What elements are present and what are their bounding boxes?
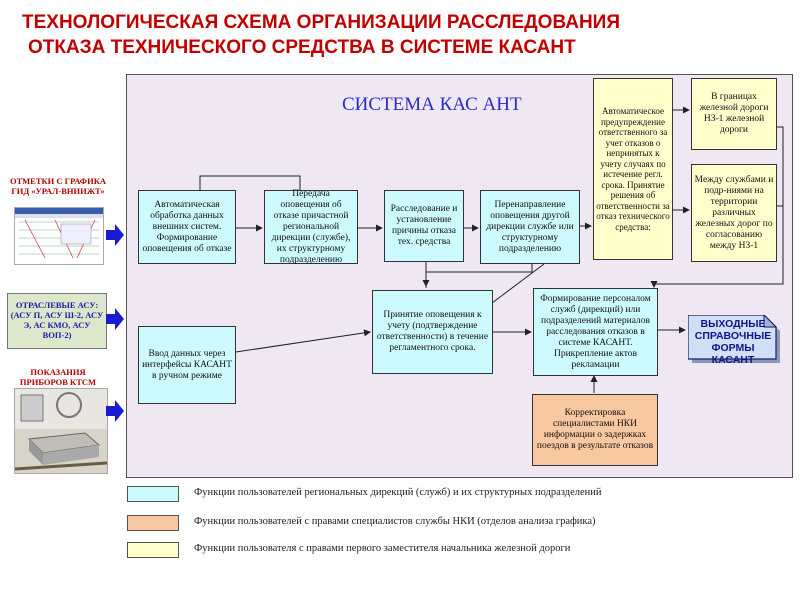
legend-swatch-yellow (127, 542, 179, 558)
title-line-2: ОТКАЗА ТЕХНИЧЕСКОГО СРЕДСТВА В СИСТЕМЕ К… (28, 37, 576, 58)
box-transfer-alert: Передача оповещения об отказе причастной… (264, 189, 358, 265)
box-manual-input: Ввод данных через интерфейсы КАСАНТ в ру… (138, 326, 236, 404)
system-frame (126, 74, 793, 478)
box-auto-processing: Автоматическая обработка данных внешних … (138, 190, 236, 264)
gid-chart-icon (15, 208, 103, 259)
source-asu-label: ОТРАСЛЕВЫЕ АСУ: (АСУ П, АСУ Ш-2, АСУ Э, … (10, 300, 104, 340)
output-forms-label: ВЫХОДНЫЕ СПРАВОЧНЫЕ ФОРМЫ КАСАНТ (694, 318, 772, 366)
source-ktsm-label: ПОКАЗАНИЯ ПРИБОРОВ КТСМ (19, 367, 97, 387)
box-investigation: Расследование и установление причины отк… (384, 190, 464, 262)
box-between-services: Между службами и подр-ниями на территори… (691, 164, 777, 262)
ktsm-device-icon (15, 389, 107, 471)
page-title: ТЕХНОЛОГИЧЕСКАЯ СХЕМА ОРГАНИЗАЦИИ РАССЛЕ… (22, 10, 620, 60)
box-auto-warning: Автоматическое предупреждение ответствен… (593, 78, 673, 260)
legend-text-regional: Функции пользователей региональных дирек… (194, 487, 602, 498)
gid-screenshot-image (14, 207, 104, 265)
box-redirect: Перенаправление оповещения другой дирекц… (480, 190, 580, 264)
ktsm-photo-image (14, 388, 108, 474)
legend-swatch-cyan (127, 486, 179, 502)
asu-box: ОТРАСЛЕВЫЕ АСУ: (АСУ П, АСУ Ш-2, АСУ Э, … (7, 293, 107, 349)
box-personal-forms: Формирование персоналом служб (дирекций)… (533, 288, 658, 376)
source-gid-label: ОТМЕТКИ С ГРАФИКА ГИД «УРАЛ-ВНИИЖТ» (9, 176, 107, 196)
box-acceptance: Принятие оповещения к учету (подтвержден… (372, 290, 493, 374)
legend-text-nki: Функции пользователей с правами специали… (194, 516, 596, 527)
legend-text-deputy: Функции пользователя с правами первого з… (194, 543, 571, 554)
input-arrow-ktsm-icon (106, 400, 124, 422)
output-document-icon (688, 315, 780, 363)
box-correction: Корректировка специалистами НКИ информац… (532, 394, 658, 466)
title-line-1: ТЕХНОЛОГИЧЕСКАЯ СХЕМА ОРГАНИЗАЦИИ РАССЛЕ… (22, 12, 620, 33)
box-within-road: В границах железной дороги НЗ-1 железной… (691, 78, 777, 150)
input-arrow-asu-icon (106, 308, 124, 330)
system-title: СИСТЕМА КАС АНТ (342, 94, 522, 115)
legend-swatch-orange (127, 515, 179, 531)
input-arrow-gid-icon (106, 224, 124, 246)
